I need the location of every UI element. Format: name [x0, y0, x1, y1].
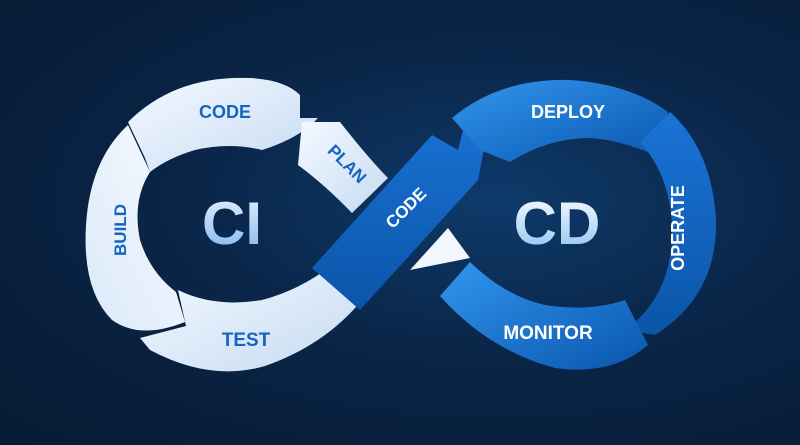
cd-operate-segment [625, 112, 717, 335]
ci-build-segment [85, 125, 185, 331]
cd-deploy-segment [452, 79, 668, 162]
center-code-band [312, 108, 492, 310]
stage-label-build: BUILD [111, 204, 130, 256]
ci-title: CI [202, 190, 262, 257]
stage-label-test: TEST [222, 330, 271, 351]
stage-label-operate: OPERATE [668, 185, 688, 271]
ci-test-segment [140, 265, 362, 372]
cd-title: CD [514, 190, 601, 257]
ci-plan-segment [298, 122, 388, 213]
cd-monitor-segment [440, 262, 648, 370]
arrow-head [410, 228, 470, 270]
stage-label-monitor: MONITOR [503, 323, 593, 344]
ci-code-segment [128, 77, 318, 172]
stage-label-deploy: DEPLOY [531, 102, 605, 122]
stage-label-code: CODE [199, 102, 251, 122]
